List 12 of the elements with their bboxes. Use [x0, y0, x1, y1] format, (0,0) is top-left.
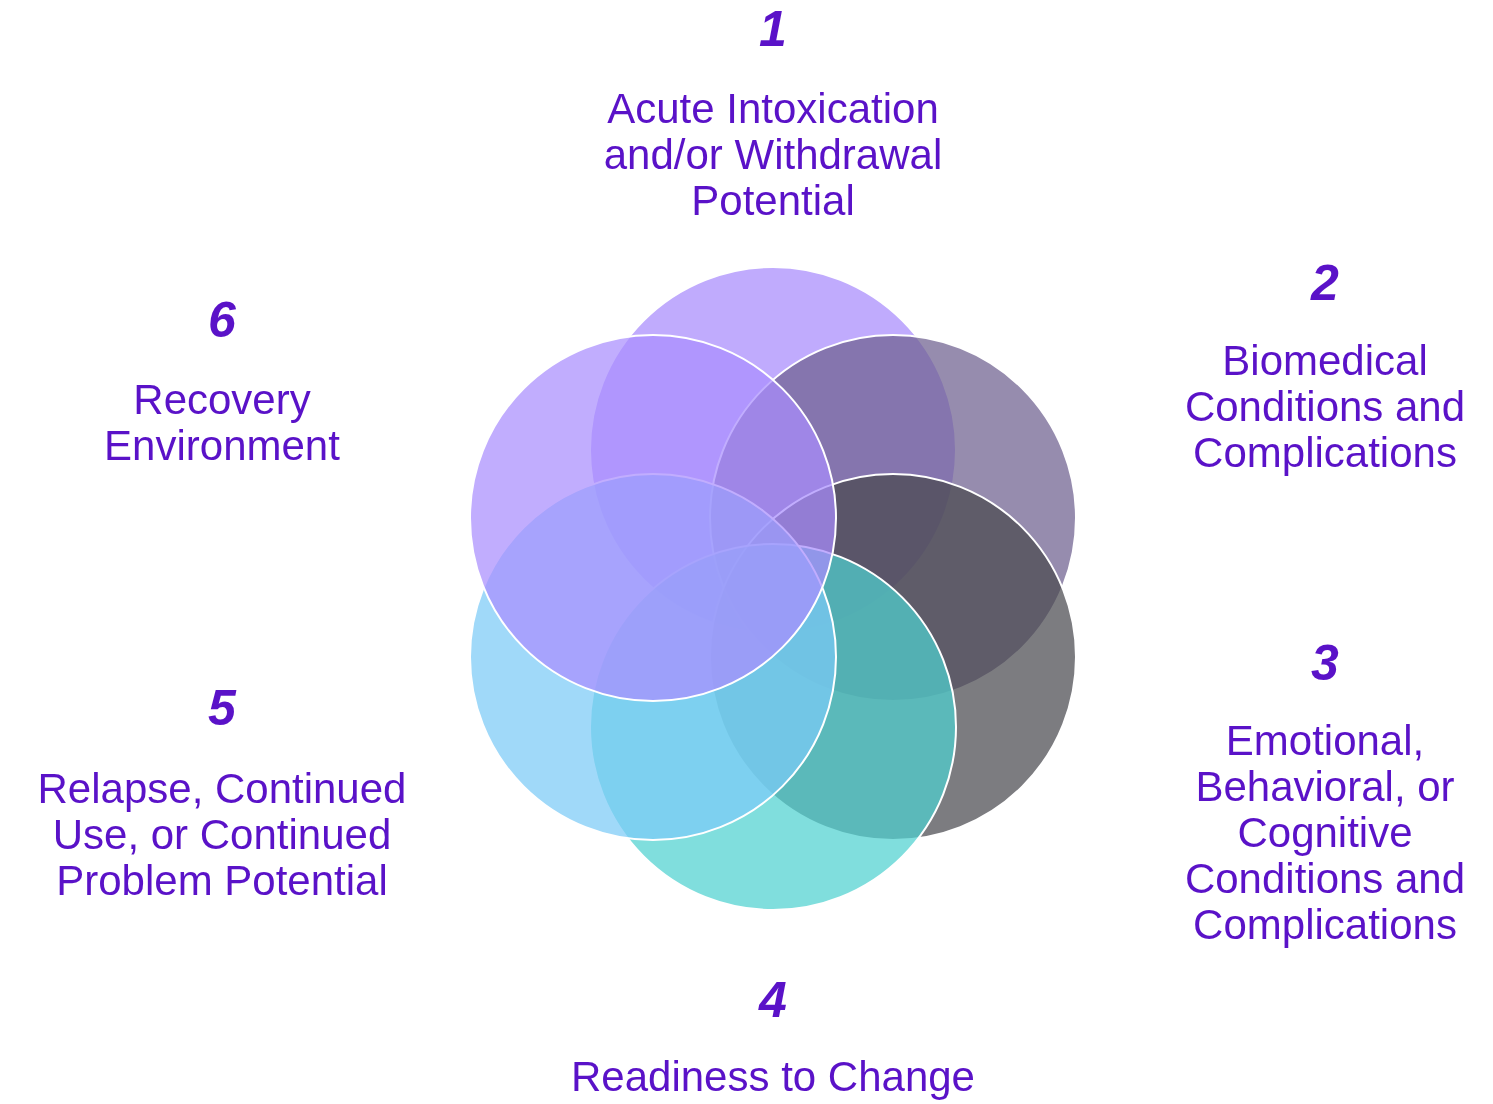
- dimension-label: Relapse, Continued Use, or Continued Problem Potential: [36, 766, 408, 904]
- dimension-number: 3: [1310, 636, 1340, 690]
- dimension-label: Recovery Environment: [103, 377, 341, 469]
- dimension-label: Emotional, Behavioral, or Cognitive Conditions and Complications: [1183, 718, 1467, 948]
- dimension-label: Readiness to Change: [570, 1054, 976, 1100]
- dimension-label: Acute Intoxication and/or Withdrawal Potential: [602, 86, 944, 224]
- dimension-number: 1: [758, 2, 788, 56]
- dimension-label: Biomedical Conditions and Complications: [1183, 338, 1467, 476]
- dimension-number: 4: [757, 973, 788, 1027]
- dimension-number: 6: [207, 293, 237, 347]
- dimension-number: 5: [207, 681, 238, 735]
- dimension-number: 2: [1309, 256, 1340, 310]
